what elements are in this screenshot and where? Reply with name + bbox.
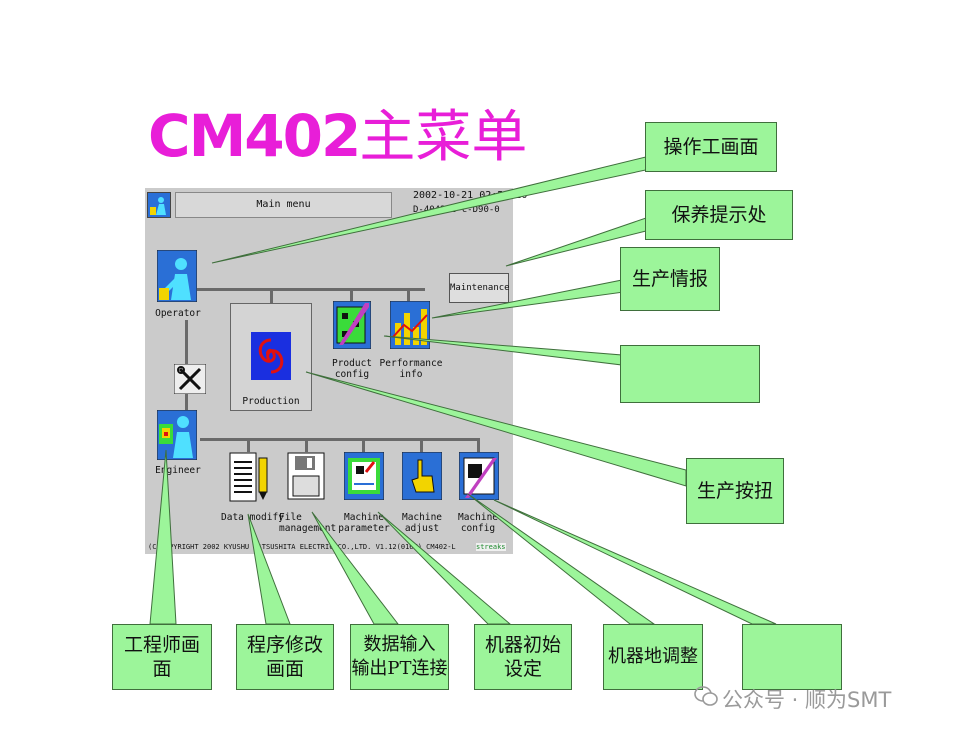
production-swirl-icon [251,332,291,380]
performance-info-label-2: info [399,369,423,380]
datetime-readout: 2002-10-21 02:54:20 [413,190,528,201]
maintenance-button[interactable]: Maintenance [449,273,510,303]
machine-parameter-button[interactable] [344,452,384,500]
callout-operator-screen: 操作工画面 [645,122,777,172]
callout-production-info: 生产情报 [620,247,720,311]
engineer-button[interactable] [157,410,197,460]
engineer-icon [157,410,197,460]
data-modify-label: Data modify [221,512,284,523]
engineer-label: Engineer [155,465,201,476]
operator-icon [157,250,197,302]
callout-machine-adjust: 机器地调整 [603,624,703,690]
machine-adjust-label-2: adjust [404,523,440,534]
slide-title: CM402主菜单 [148,92,527,170]
tools-icon [174,364,206,394]
callout-data-io: 数据输入 输出PT连接 [350,624,449,690]
tree-line [185,394,188,414]
pointer-operator [211,155,656,264]
copyright-footer: (C)COPYRIGHT 2002 KYUSHU MATSUSHITA ELEC… [148,543,456,551]
wechat-icon [694,686,718,706]
watermark-label: 公众号 · 顺为SMT [722,688,892,712]
machine-adjust-label-1: Machine [401,512,443,523]
title-model: CM402 [148,102,361,170]
operator-small-icon [147,192,171,218]
tree-line [270,288,273,304]
callout-program-line-2: 画面 [265,658,304,680]
machine-parameter-label-1: Machine [343,512,385,523]
callout-production-button: 生产按扭 [686,458,784,524]
callout-engineer-line-2: 面 [152,658,172,680]
product-config-icon [333,301,371,349]
production-button[interactable]: Production [230,303,312,411]
machine-config-button[interactable] [459,452,499,500]
file-management-label-1: File [279,512,302,523]
hand-pointer-icon [402,452,442,500]
callout-data-io-line-2: 输出PT连接 [351,658,448,679]
machine-config-label-1: Machine [457,512,499,523]
machine-config-label-2: config [460,523,496,534]
pointer-engineer [149,449,177,625]
callout-blank-1 [620,345,760,403]
tree-line [350,288,353,302]
screen-header: Main menu 2002-10-21 02:54:20 D-40424C-c… [145,188,527,220]
main-menu-screen: Main menu 2002-10-21 02:54:20 D-40424C-c… [145,188,527,554]
tree-line [362,438,365,452]
operator-label: Operator [155,308,201,319]
machine-parameter-label-2: parameter [338,523,390,534]
tree-line [305,438,308,452]
tree-line [477,438,480,452]
performance-info-label-1: Performance [379,358,443,369]
watermark-text: 公众号 · 顺为SMT [722,684,891,714]
file-management-icon [287,452,325,500]
callout-blank-2 [742,624,842,690]
tree-line [420,438,423,452]
tree-line [185,288,425,291]
callout-maintenance-tip: 保养提示处 [645,190,793,240]
callout-engineer-line-1: 工程师画 [123,634,200,656]
machine-adjust-button[interactable] [402,452,442,500]
machine-config-icon [459,452,499,500]
product-config-label-1: Product [331,358,373,369]
callout-machine-init: 机器初始 设定 [474,624,572,690]
product-config-label-2: config [334,369,370,380]
pointer-program [247,513,291,625]
data-modify-button[interactable] [229,452,269,502]
file-management-button[interactable] [287,452,325,500]
operator-button[interactable] [157,250,197,302]
callout-data-io-line-1: 数据输入 [363,634,436,655]
data-modify-icon [229,452,268,502]
file-management-label-2: management [279,523,337,534]
pointer-data-io [311,511,400,625]
pointer-blank-1 [383,335,623,366]
tools-button[interactable] [174,364,206,394]
machine-parameter-icon [344,452,384,500]
callout-machine-init-line-1: 机器初始 [484,634,561,656]
status-tag: streaks [476,543,506,551]
production-label: Production [242,396,300,407]
pointer-production-info [431,279,625,319]
product-config-button[interactable] [333,301,371,349]
pointer-machine-init [377,511,512,625]
title-suffix: 主菜单 [359,105,528,170]
callout-engineer-screen: 工程师画 面 [112,624,212,690]
tree-line [185,320,188,364]
window-title: Main menu [175,192,392,218]
callout-program-line-1: 程序修改 [246,634,323,656]
tree-line [200,438,480,441]
tree-line [407,288,410,302]
callout-machine-init-line-2: 设定 [503,658,542,680]
tree-line [247,438,250,452]
callout-program-modify: 程序修改 画面 [236,624,334,690]
